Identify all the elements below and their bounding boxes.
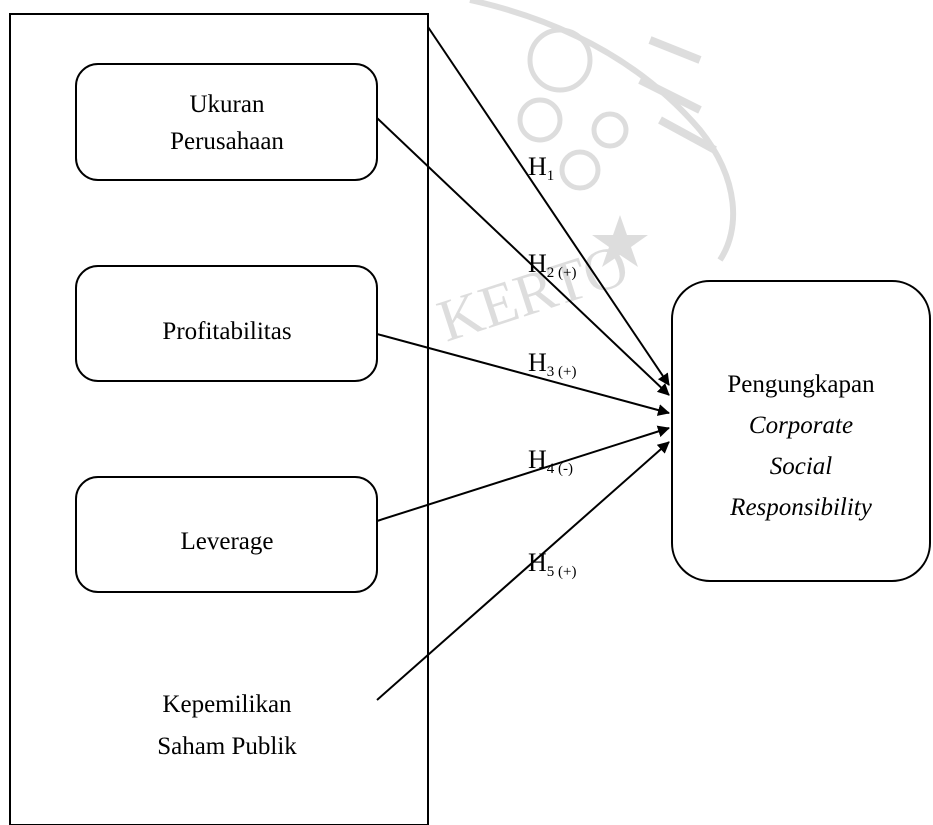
kepemilikan-line1: Kepemilikan [162, 691, 292, 718]
kepemilikan-line2: Saham Publik [157, 733, 297, 760]
csr-line3: Social [770, 453, 833, 480]
arrow-h3 [376, 333, 670, 416]
box-leverage: Leverage [75, 476, 378, 593]
profitabilitas-label: Profitabilitas [162, 318, 291, 345]
csr-line1: Pengungkapan [727, 371, 875, 398]
kepemilikan-saham-publik: Kepemilikan Saham Publik [157, 691, 297, 760]
label-h2: H2 (+) [528, 249, 576, 281]
ukuran-line1: Ukuran [190, 91, 265, 118]
independent-variables-frame [9, 13, 429, 825]
hypothesis-labels: H1 H2 (+) H3 (+) H4 (-) H5 (+) [528, 152, 576, 580]
label-h5: H5 (+) [528, 548, 576, 580]
box-ukuran-perusahaan: Ukuran Perusahaan [75, 63, 378, 181]
box-pengungkapan-csr: Pengungkapan Corporate Social Responsibi… [671, 280, 931, 582]
arrow-h2 [376, 117, 670, 396]
label-h3: H3 (+) [528, 348, 576, 380]
arrow-h5 [376, 441, 670, 701]
csr-line4: Responsibility [729, 494, 873, 521]
label-h4: H4 (-) [528, 445, 573, 477]
hypothesis-arrows [376, 26, 670, 701]
label-h1: H1 [528, 152, 554, 184]
box-profitabilitas: Profitabilitas [75, 265, 378, 382]
ukuran-line2: Perusahaan [170, 128, 284, 155]
leverage-label: Leverage [181, 528, 274, 555]
arrow-h4 [376, 425, 670, 522]
csr-line2: Corporate [749, 412, 853, 439]
arrow-h1 [427, 26, 670, 386]
